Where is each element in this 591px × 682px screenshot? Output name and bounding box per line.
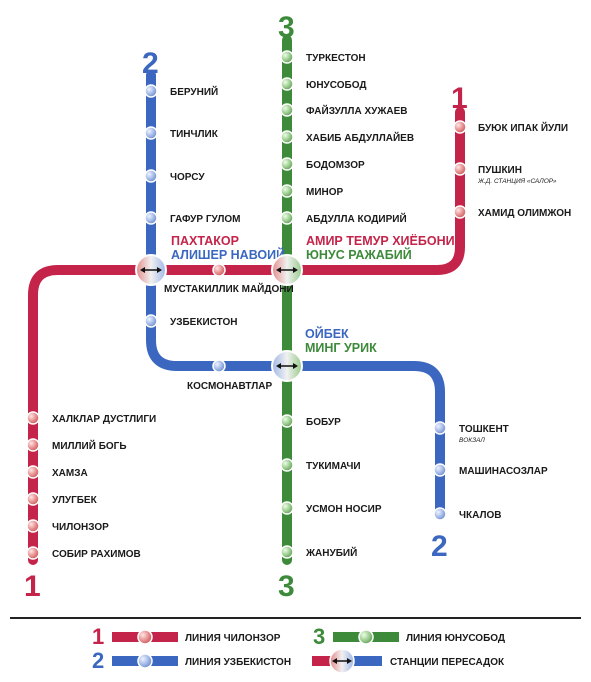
station-toshkent[interactable]: ТОШКЕНТ ВОКЗАЛ: [433, 421, 509, 444]
station-label: ТУРКЕСТОН: [306, 53, 366, 64]
station-usmon-nosir[interactable]: УСМОН НОСИР: [280, 501, 382, 515]
station-kosmonavtlar[interactable]: КОСМОНАВТЛАР: [187, 359, 272, 392]
station-label: ЖАНУБИЙ: [305, 546, 357, 559]
station-label: МУСТАКИЛЛИК МАЙДОНИ: [164, 282, 294, 295]
legend-transfer-label: СТАНЦИИ ПЕРЕСАДОК: [390, 657, 505, 668]
station-abdulla-qodiriy[interactable]: АБДУЛЛА КОДИРИЙ: [280, 211, 407, 225]
station-label: МИНОР: [306, 187, 344, 198]
station-buyuk-ipak-yuli[interactable]: БУЮК ИПАК ЙУЛИ: [453, 120, 568, 134]
station-sublabel: ВОКЗАЛ: [459, 437, 485, 444]
station-label: ТИНЧЛИК: [170, 129, 219, 140]
station-milliy-bogi[interactable]: МИЛЛИЙ БОГЬ: [26, 438, 127, 452]
station-label: УЛУГБЕК: [52, 495, 98, 506]
station-label: ТУКИМАЧИ: [306, 461, 361, 472]
station-label: ЧКАЛОВ: [459, 510, 502, 521]
station-label: АБДУЛЛА КОДИРИЙ: [306, 212, 407, 225]
hub-label-ming-urik: МИНГ УРИК: [305, 341, 377, 355]
station-tinchlik[interactable]: ТИНЧЛИК: [144, 126, 219, 140]
station-yunusobod[interactable]: ЮНУСОБОД: [280, 77, 366, 91]
station-label: МИЛЛИЙ БОГЬ: [52, 439, 127, 452]
hub-label-alisher-navoiy: АЛИШЕР НАВОИЙ: [171, 247, 285, 262]
legend-line-3: 3 ЛИНИЯ ЮНУСОБОД: [313, 624, 505, 649]
transfer-paxtakor-alisher-navoiy[interactable]: [135, 254, 167, 286]
station-tukimachi[interactable]: ТУКИМАЧИ: [280, 458, 361, 472]
station-label: БЕРУНИЙ: [170, 85, 218, 98]
station-label: ЮНУСОБОД: [306, 80, 366, 91]
legend-line-1-label: ЛИНИЯ ЧИЛОНЗОР: [185, 633, 281, 644]
line-3-number-top: 3: [278, 11, 295, 44]
station-label: СОБИР РАХИМОВ: [52, 549, 141, 560]
station-label: ХАМИД ОЛИМЖОН: [478, 208, 571, 219]
hub-label-oybek: ОЙБЕК: [305, 326, 349, 341]
station-mustaqillik-maydoni[interactable]: МУСТАКИЛЛИК МАЙДОНИ: [164, 263, 294, 295]
station-chorsu[interactable]: ЧОРСУ: [144, 169, 205, 183]
hub-label-amir-temur: АМИР ТЕМУР ХИЁБОНИ: [306, 233, 455, 248]
legend-line-3-number: 3: [313, 624, 325, 649]
station-label: ХАЛКЛАР ДУСТЛИГИ: [52, 414, 156, 425]
station-label: УЗБЕКИСТОН: [170, 317, 237, 328]
station-chilonzor[interactable]: ЧИЛОНЗОР: [26, 519, 109, 533]
station-hamza[interactable]: ХАМЗА: [26, 465, 88, 479]
transfer-oybek-ming-urik[interactable]: [271, 350, 303, 382]
station-label: ТОШКЕНТ: [459, 424, 509, 435]
line-2-number-bottom: 2: [431, 530, 448, 563]
hub-label-yunus-rajabiy: ЮНУС РАЖАБИЙ: [306, 247, 412, 262]
hub-label-paxtakor: ПАХТАКОР: [171, 234, 239, 248]
line-1-number-top: 1: [451, 82, 468, 115]
transfer-arrow-icon: [276, 363, 298, 369]
legend-line-1-number: 1: [92, 624, 104, 649]
station-label: ПУШКИН: [478, 165, 522, 176]
station-label: ГАФУР ГУЛОМ: [170, 214, 240, 225]
station-uzbekiston[interactable]: УЗБЕКИСТОН: [144, 314, 237, 328]
station-habib-abdullaev[interactable]: ХАБИБ АБДУЛЛАЙЕВ: [280, 130, 414, 144]
line-1-track: [28, 107, 465, 565]
station-label: ХАМЗА: [52, 468, 88, 479]
station-label: ЧИЛОНЗОР: [52, 522, 109, 533]
station-gafur-gulom[interactable]: ГАФУР ГУЛОМ: [144, 211, 240, 225]
legend-line-2-label: ЛИНИЯ УЗБЕКИСТОН: [185, 657, 291, 668]
legend-line-3-label: ЛИНИЯ ЮНУСОБОД: [406, 633, 505, 644]
station-sublabel: Ж.Д. СТАНЦИЯ «САЛОР»: [477, 178, 557, 185]
legend-transfer: СТАНЦИИ ПЕРЕСАДОК: [312, 648, 505, 674]
station-beruniy[interactable]: БЕРУНИЙ: [144, 84, 218, 98]
station-label: КОСМОНАВТЛАР: [187, 381, 272, 392]
station-label: ФАЙЗУЛЛА ХУЖАЕВ: [306, 104, 408, 117]
line-3-number-bottom: 3: [278, 570, 295, 603]
station-bobur[interactable]: БОБУР: [280, 414, 341, 428]
station-sobir-rahimov[interactable]: СОБИР РАХИМОВ: [26, 546, 141, 560]
station-turkeston[interactable]: ТУРКЕСТОН: [280, 50, 366, 64]
transfer-amir-temur-yunus-rajabiy[interactable]: [271, 254, 303, 286]
station-label: ХАБИБ АБДУЛЛАЙЕВ: [306, 131, 414, 144]
station-janubiy[interactable]: ЖАНУБИЙ: [280, 545, 357, 559]
transfer-arrow-icon: [276, 267, 298, 273]
station-label: БОБУР: [306, 417, 341, 428]
station-ulugbek[interactable]: УЛУГБЕК: [26, 492, 98, 506]
legend-line-1: 1 ЛИНИЯ ЧИЛОНЗОР: [92, 624, 281, 649]
station-bodomzor[interactable]: БОДОМЗОР: [280, 157, 365, 171]
station-label: МАШИНАСОЗЛАР: [459, 466, 548, 477]
station-halqlar-dustligi[interactable]: ХАЛКЛАР ДУСТЛИГИ: [26, 411, 156, 425]
station-fayzulla-xujaev[interactable]: ФАЙЗУЛЛА ХУЖАЕВ: [280, 103, 408, 117]
station-label: БОДОМЗОР: [306, 160, 365, 171]
legend-line-2-number: 2: [92, 648, 104, 673]
station-hamid-olimjon[interactable]: ХАМИД ОЛИМЖОН: [453, 205, 571, 219]
station-chkalov[interactable]: ЧКАЛОВ: [433, 507, 502, 521]
transfer-arrow-icon: [140, 267, 162, 273]
station-pushkin[interactable]: ПУШКИН Ж.Д. СТАНЦИЯ «САЛОР»: [453, 162, 557, 185]
station-label: УСМОН НОСИР: [306, 504, 382, 515]
station-label: БУЮК ИПАК ЙУЛИ: [478, 121, 568, 134]
station-mashinasozlar[interactable]: МАШИНАСОЗЛАР: [433, 463, 548, 477]
legend: 1 ЛИНИЯ ЧИЛОНЗОР 2 ЛИНИЯ УЗБЕКИСТОН 3 ЛИ…: [92, 624, 505, 674]
transfer-arrow-icon: [332, 658, 352, 664]
legend-line-2: 2 ЛИНИЯ УЗБЕКИСТОН: [92, 648, 291, 673]
station-minor[interactable]: МИНОР: [280, 184, 344, 198]
station-label: ЧОРСУ: [170, 172, 205, 183]
line-2-number-top: 2: [142, 47, 159, 80]
line-1-number-bottom: 1: [24, 570, 41, 603]
